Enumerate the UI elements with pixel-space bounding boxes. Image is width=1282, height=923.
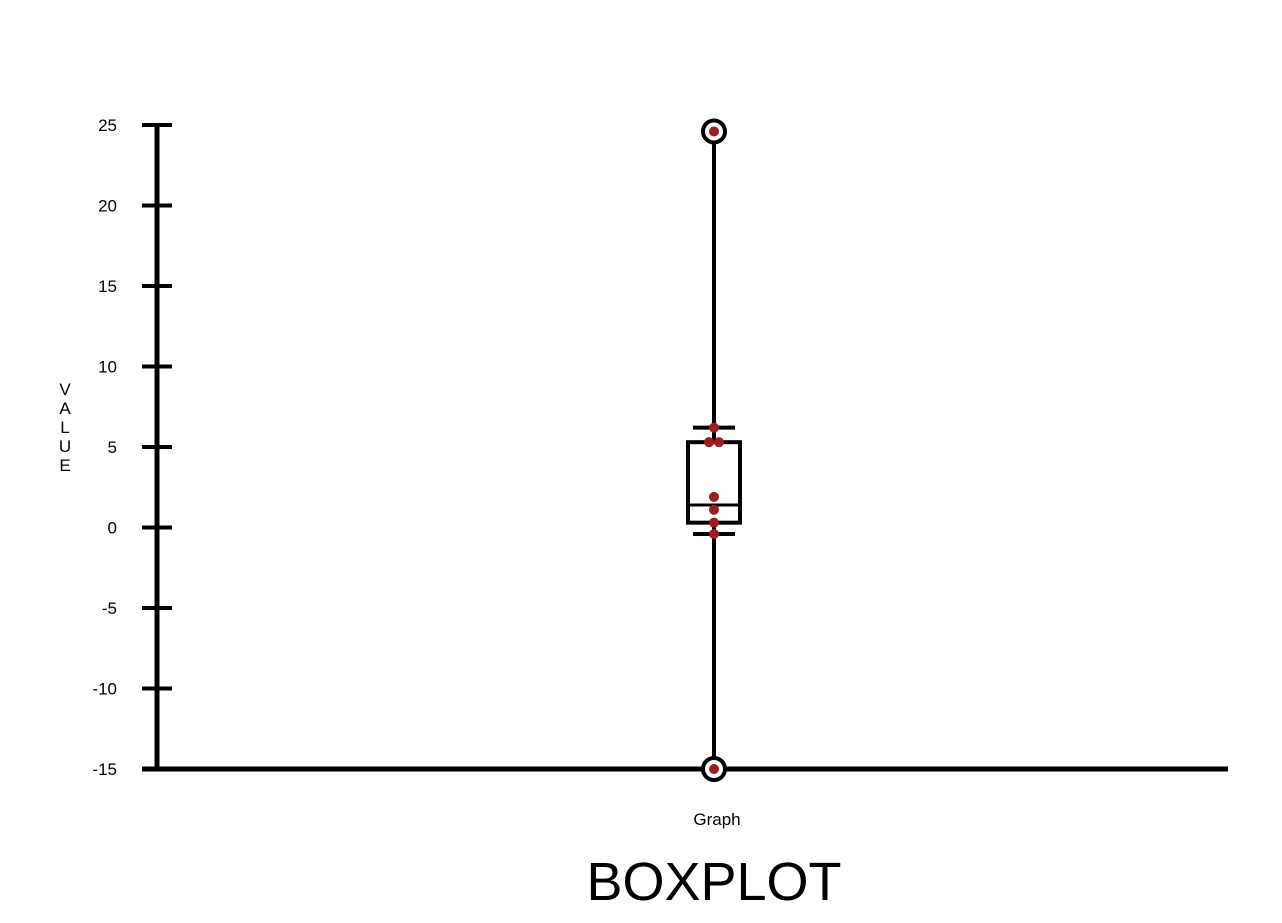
data-point xyxy=(714,437,724,448)
data-point xyxy=(709,517,719,528)
y-tick-label: 25 xyxy=(98,116,117,135)
data-point xyxy=(709,491,719,502)
y-tick-label: 10 xyxy=(98,358,117,377)
y-axis-label-letter: E xyxy=(59,456,70,475)
y-tick-label: -10 xyxy=(92,680,117,699)
data-point xyxy=(709,126,719,137)
data-point xyxy=(709,504,719,515)
y-axis-label-letter: U xyxy=(59,437,71,456)
y-tick-label: 0 xyxy=(108,519,117,538)
data-points xyxy=(704,126,724,774)
chart-title: BOXPLOT xyxy=(586,852,841,912)
y-axis-label-letter: A xyxy=(59,399,71,418)
y-axis-label-letter: L xyxy=(60,418,69,437)
y-tick-label: -15 xyxy=(92,760,117,779)
data-point xyxy=(704,437,714,448)
data-point xyxy=(709,422,719,433)
data-point xyxy=(709,764,719,774)
y-axis-label-letter: V xyxy=(59,380,71,399)
box-series xyxy=(686,118,742,782)
y-tick-label: 5 xyxy=(108,438,117,457)
data-point xyxy=(709,528,719,539)
y-tick-label: 20 xyxy=(98,197,117,216)
y-tick-label: -5 xyxy=(102,599,117,618)
category-label: Graph xyxy=(693,810,740,829)
y-tick-label: 15 xyxy=(98,277,117,296)
y-axis: 25 20 15 10 5 0 -5 -10 -15 xyxy=(92,116,172,779)
